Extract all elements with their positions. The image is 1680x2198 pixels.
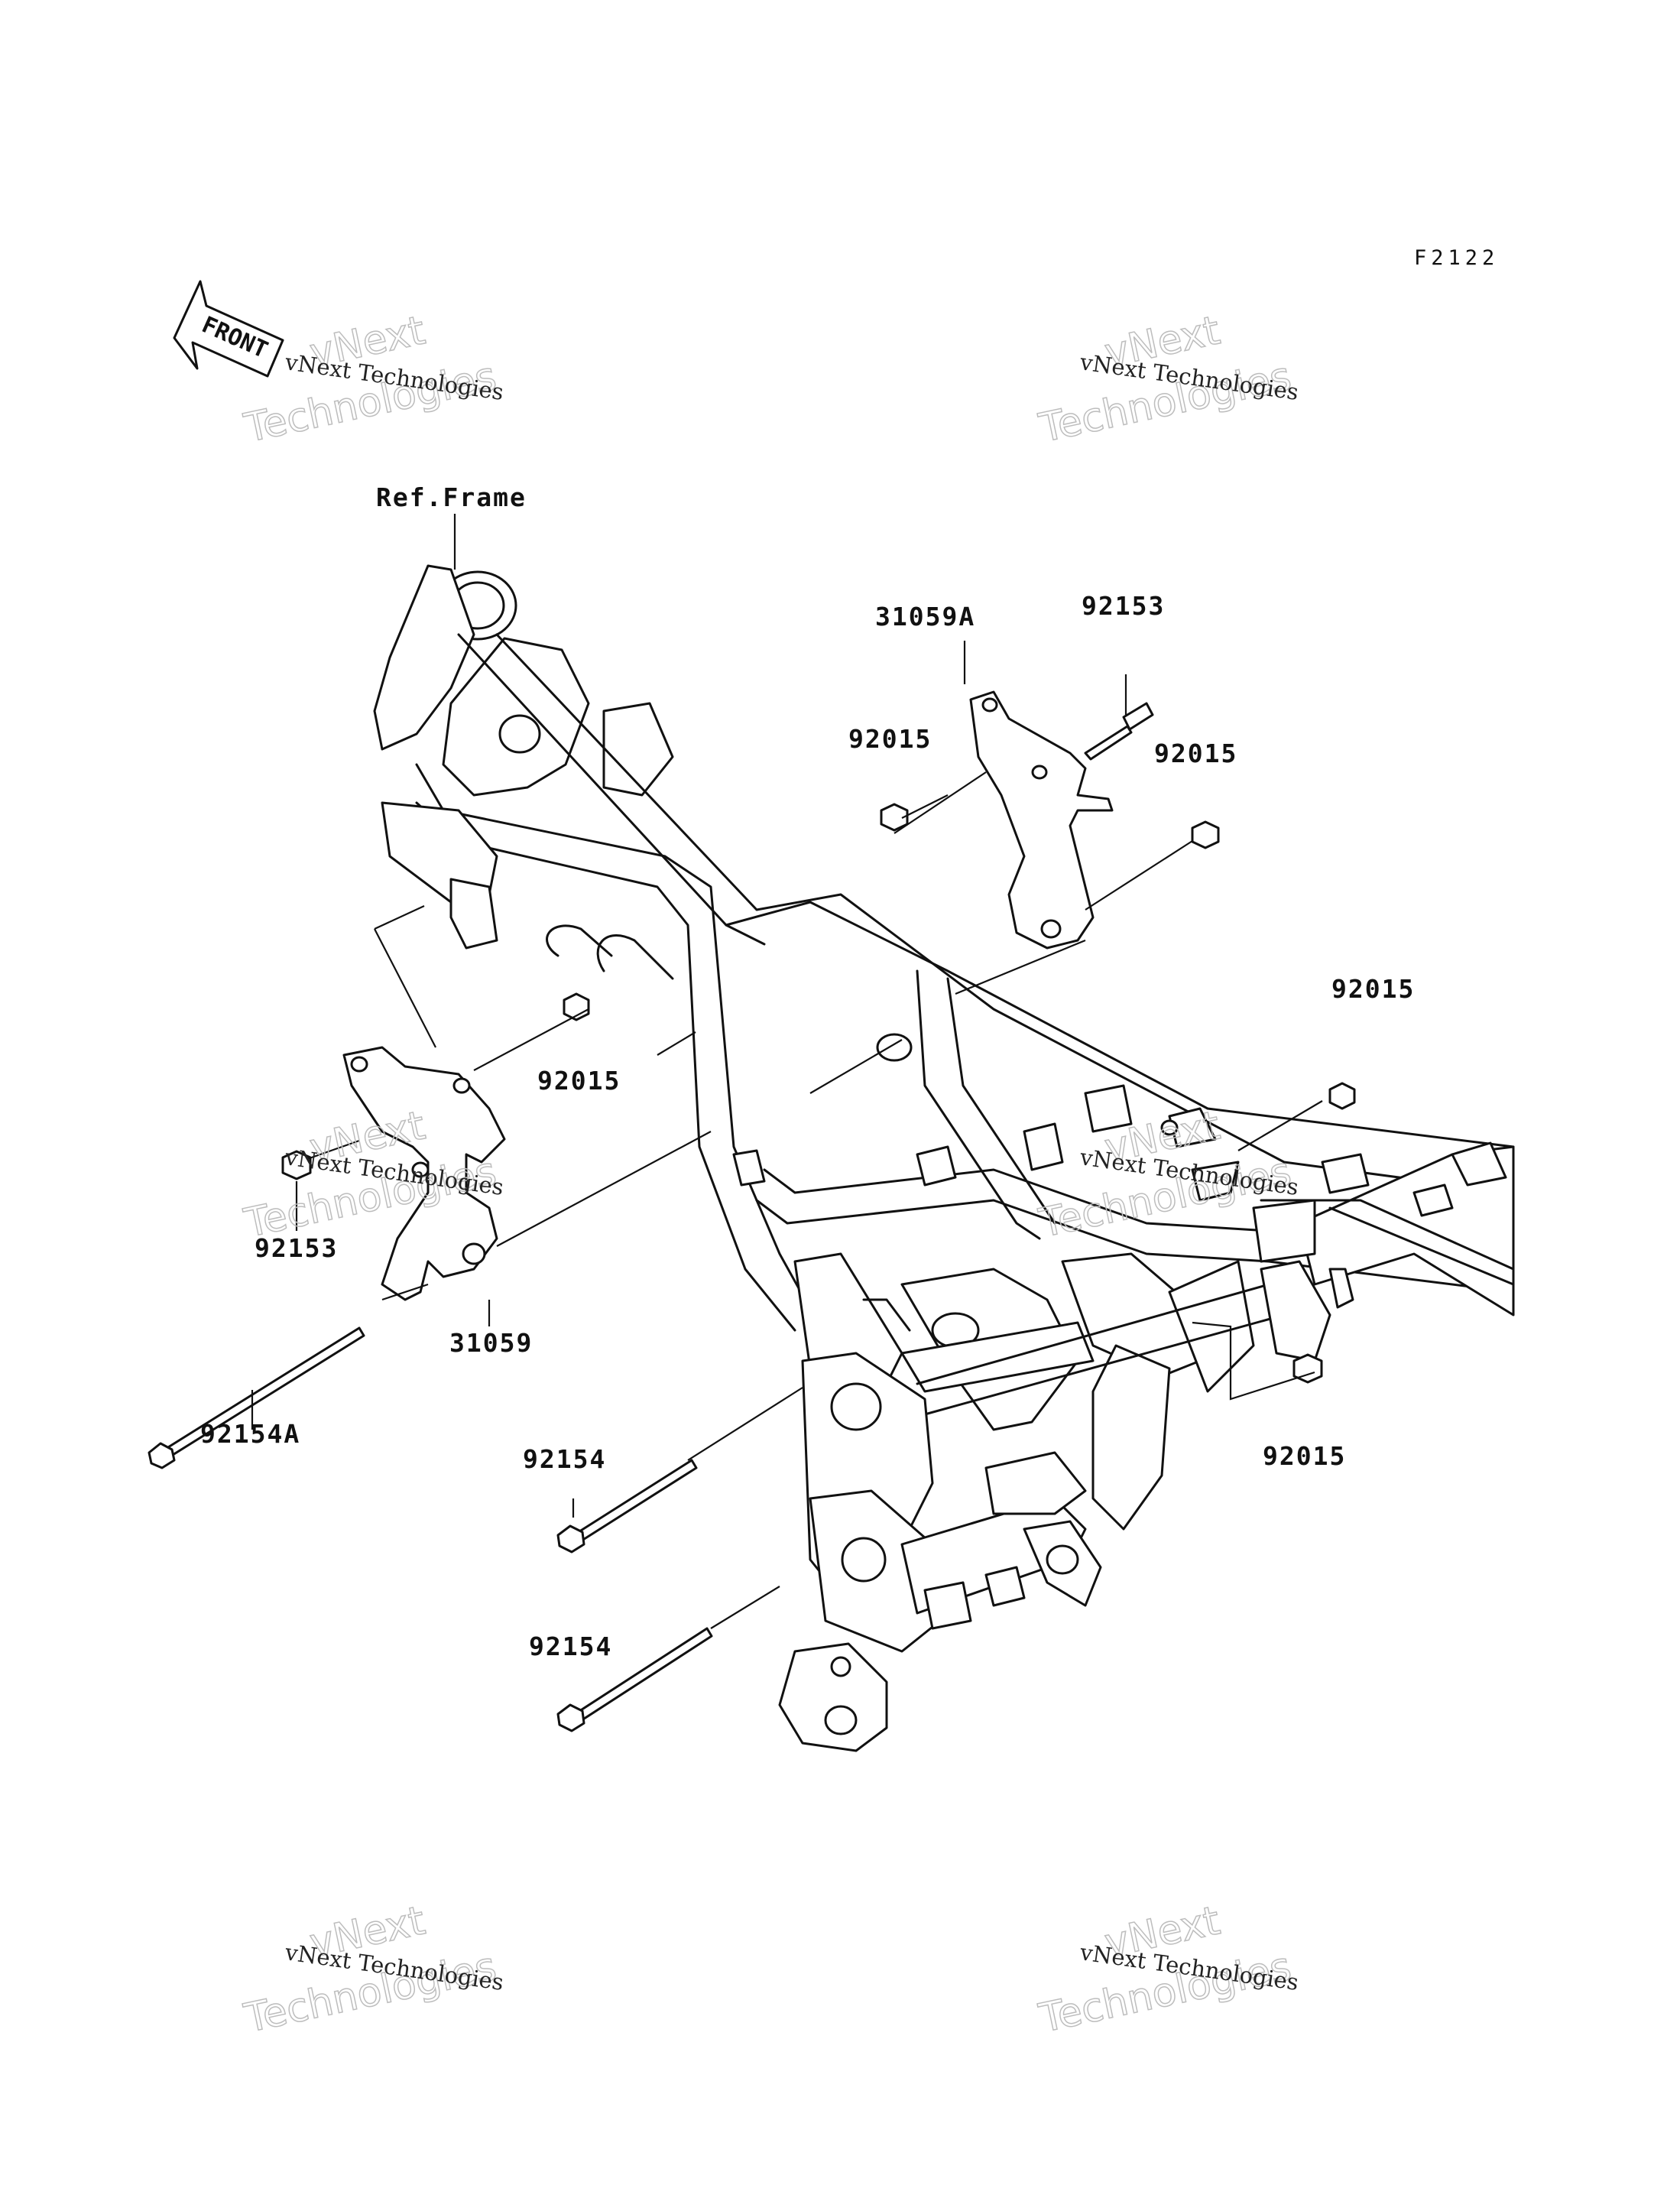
- leader-lines: [251, 514, 1323, 1629]
- label-92153-left: 92153: [255, 1233, 338, 1263]
- label-31059: 31059: [449, 1328, 533, 1358]
- nut-92015-lower-right: [1292, 1353, 1323, 1384]
- label-92015-lower-right: 92015: [1263, 1441, 1346, 1471]
- label-92015-right: 92015: [1331, 974, 1415, 1004]
- diagram-code: F2122: [1414, 246, 1499, 270]
- label-92154a: 92154A: [200, 1419, 300, 1449]
- watermark-bottom-right: vNext Technologies vNext Technologies: [1035, 1898, 1301, 2043]
- label-92015-mid: 92015: [537, 1066, 621, 1096]
- engine-mount-bracket-31059a: [969, 690, 1114, 950]
- bolt-92153-top: [1084, 702, 1154, 761]
- label-92015-upper-left: 92015: [848, 724, 932, 754]
- label-92153-top: 92153: [1082, 591, 1165, 621]
- bolt-92154-lower: [556, 1627, 713, 1732]
- watermark-bottom-left: vNext Technologies vNext Technologies: [240, 1898, 506, 2043]
- nut-92015-upper-right: [1191, 820, 1220, 849]
- bolt-92154-upper: [556, 1459, 698, 1554]
- engine-mount-bracket-31059: [342, 1046, 506, 1301]
- bolt-92154a: [148, 1326, 365, 1469]
- watermark-top-left: vNext Technologies vNext Technologies: [240, 307, 506, 453]
- part-labels: Ref.Frame 31059A 92153 92015 92015 92015…: [200, 482, 1415, 1661]
- label-92154-lower: 92154: [529, 1631, 612, 1661]
- front-arrow-icon: FRONT: [173, 280, 284, 378]
- motorcycle-frame: [373, 564, 1515, 1752]
- nut-92015-right: [1328, 1082, 1356, 1110]
- nut-92153-left: [281, 1150, 312, 1180]
- watermark-top-right: vNext Technologies vNext Technologies: [1035, 307, 1301, 453]
- label-92154-upper: 92154: [523, 1444, 606, 1474]
- label-31059a: 31059A: [875, 602, 975, 631]
- label-ref-frame: Ref.Frame: [376, 482, 527, 512]
- label-92015-upper-right: 92015: [1154, 739, 1237, 768]
